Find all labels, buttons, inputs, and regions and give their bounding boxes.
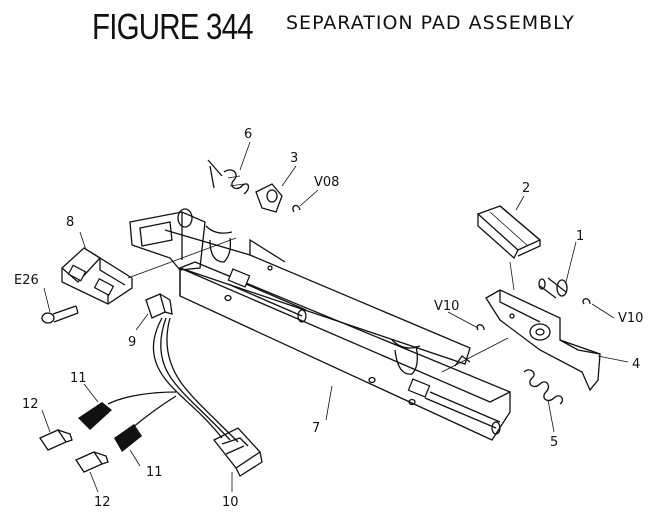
callout-v08: V08 <box>314 175 339 190</box>
figure-title: SEPARATION PAD ASSEMBLY <box>286 12 575 34</box>
separation-pad-part-2 <box>476 205 542 260</box>
callout-6: 6 <box>244 127 252 142</box>
callout-8: 8 <box>66 215 74 230</box>
callout-v10-left: V10 <box>434 299 459 314</box>
separation-frame-part <box>129 208 511 441</box>
callout-e26: E26 <box>14 273 39 288</box>
spring-part-5 <box>523 369 564 405</box>
pin-part-1 <box>538 277 568 299</box>
terminal-part <box>39 429 109 473</box>
wire-harness-part <box>107 293 263 477</box>
clip-v10-part <box>476 298 591 331</box>
spring-part-6 <box>207 159 250 195</box>
callout-1: 1 <box>576 229 584 244</box>
callout-3: 3 <box>290 151 298 166</box>
terminal-boot-part <box>78 402 142 452</box>
callout-12-upper: 12 <box>22 397 39 412</box>
callout-11-upper: 11 <box>70 371 87 386</box>
callout-11-lower: 11 <box>146 465 163 480</box>
callout-10: 10 <box>222 495 239 510</box>
callout-2: 2 <box>522 181 530 196</box>
clip-v08-part <box>292 204 301 213</box>
callout-9: 9 <box>128 335 136 350</box>
leader-lines <box>41 141 629 493</box>
lever-part-4 <box>485 289 601 392</box>
callout-v10-right: V10 <box>618 311 643 326</box>
figure-number: FIGURE 344 <box>92 6 254 47</box>
cam-part-3 <box>255 183 283 213</box>
screw-e26-part <box>41 305 79 324</box>
callout-5: 5 <box>550 435 558 450</box>
callout-7: 7 <box>312 421 320 436</box>
sensor-bracket-part <box>61 247 133 305</box>
callout-12-lower: 12 <box>94 495 111 510</box>
callout-4: 4 <box>632 357 640 372</box>
